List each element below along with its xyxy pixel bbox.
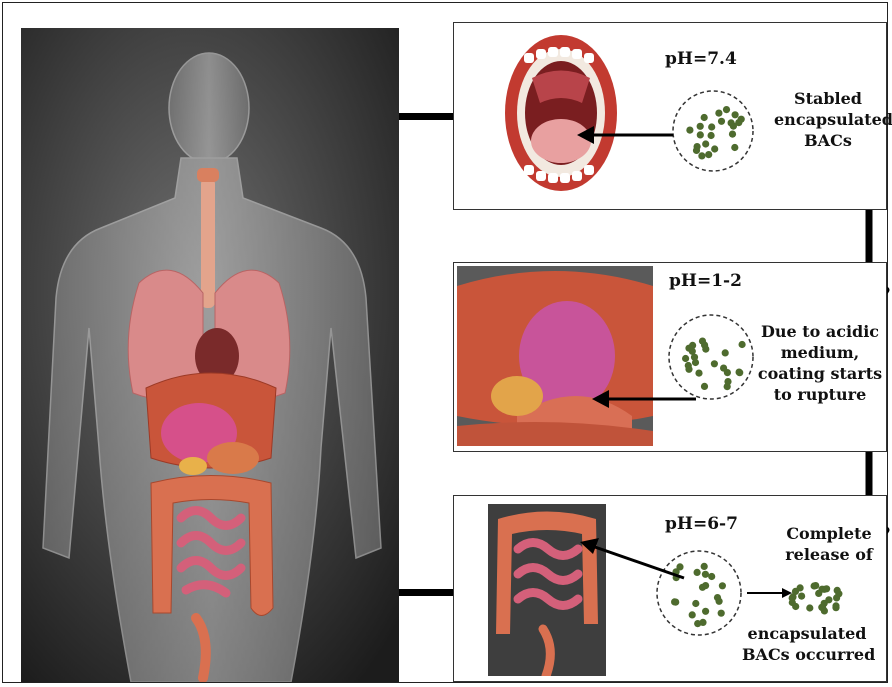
- particle-dot: [697, 131, 704, 138]
- particle-dot: [685, 366, 692, 373]
- particle-dot: [705, 151, 712, 158]
- particle-dot: [738, 116, 745, 123]
- particle-dot: [699, 338, 706, 345]
- connector-bar-mouth: [399, 113, 453, 120]
- particle-dot: [692, 600, 699, 607]
- particle-dot: [694, 620, 701, 627]
- particle-dot: [832, 602, 839, 609]
- connector-bar-intestine: [399, 589, 453, 596]
- particle-dot: [819, 604, 826, 611]
- particle-dot: [724, 369, 731, 376]
- particle-dot: [724, 378, 731, 385]
- particle-dot: [711, 145, 718, 152]
- stage-stomach-box: pH=1-2 Due to acidic medium, coating sta…: [453, 262, 887, 452]
- particle-dot: [708, 123, 715, 130]
- particle-dot: [693, 147, 700, 154]
- particle-dot: [697, 123, 704, 130]
- capsule-icon: [454, 263, 888, 453]
- particle-dot: [701, 563, 708, 570]
- particle-dot: [701, 114, 708, 121]
- particle-dot: [835, 590, 842, 597]
- stage-mouth-box: pH=7.4 Stabled encapsulated BACs: [453, 22, 887, 210]
- stage-intestine-box: pH=6-7 Complete release of encapsulated …: [453, 495, 887, 682]
- particle-dot: [694, 569, 701, 576]
- particle-dot: [731, 144, 738, 151]
- particle-dot: [729, 131, 736, 138]
- particle-dot: [792, 588, 799, 595]
- particle-dot: [708, 132, 715, 139]
- particle-dot: [739, 341, 746, 348]
- particle-dot: [686, 127, 693, 134]
- particle-dot: [823, 585, 830, 592]
- particle-dot: [719, 582, 726, 589]
- particle-dot: [718, 118, 725, 125]
- particle-dot: [695, 370, 702, 377]
- particle-dot: [711, 360, 718, 367]
- particle-dot: [689, 611, 696, 618]
- particle-dot: [736, 369, 743, 376]
- capsule-icon: [454, 496, 888, 683]
- particle-dot: [718, 610, 725, 617]
- particle-dot: [723, 106, 730, 113]
- particle-dot: [812, 582, 819, 589]
- particle-dot: [689, 348, 696, 355]
- particle-dot: [789, 599, 796, 606]
- particle-dot: [708, 573, 715, 580]
- particle-dot: [732, 111, 739, 118]
- particle-dot: [702, 571, 709, 578]
- particle-dot: [701, 383, 708, 390]
- particle-dot: [672, 599, 679, 606]
- particle-dot: [702, 140, 709, 147]
- particle-dot: [716, 598, 723, 605]
- particle-dot: [798, 593, 805, 600]
- particle-dot: [722, 349, 729, 356]
- capsule-icon: [454, 23, 888, 211]
- particle-dot: [702, 608, 709, 615]
- particle-dot: [698, 152, 705, 159]
- particle-dot: [692, 359, 699, 366]
- particle-dot: [715, 110, 722, 117]
- particle-dot: [806, 604, 813, 611]
- particle-dot: [702, 582, 709, 589]
- particle-dot: [682, 355, 689, 362]
